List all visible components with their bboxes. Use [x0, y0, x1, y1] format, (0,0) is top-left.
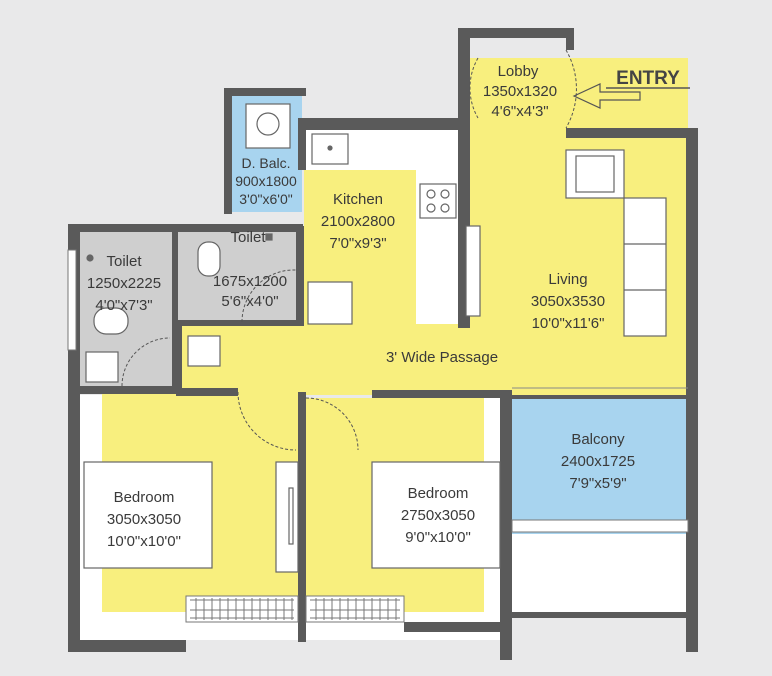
- door-lobby-entry: [565, 49, 577, 129]
- living-metric: 3050x3530: [531, 293, 605, 310]
- wall-drybalc-top: [224, 88, 306, 96]
- bedroom-1-imperial: 10'0"x10'0": [107, 533, 181, 550]
- balcony-sill: [512, 534, 688, 612]
- wall-living-top: [566, 128, 696, 138]
- wall-drybalc-left: [224, 90, 232, 214]
- toilet-2-name: Toilet: [230, 229, 266, 246]
- door-bedroom-1: [237, 391, 297, 451]
- lobby-floor: [470, 58, 570, 130]
- stove: [419, 183, 457, 219]
- kitchen-imperial: 7'0"x9'3": [329, 235, 386, 252]
- wardrobe-1: [275, 461, 299, 573]
- wall-lobby-right: [566, 28, 574, 50]
- room-labels: Lobby 1350x1320 4'6"x4'3" D. Balc. 900x1…: [87, 63, 635, 550]
- burner: [440, 203, 450, 213]
- wall-toilet2-right: [296, 226, 304, 326]
- passage-floor: [176, 320, 688, 395]
- toilet-2-floor: [176, 230, 300, 322]
- wall-balcony-top: [512, 395, 688, 399]
- basin-2: [187, 335, 221, 367]
- wardrobe-1-handle: [288, 487, 294, 545]
- shower-1: [86, 254, 94, 262]
- wall-bed-top-mid: [372, 390, 512, 398]
- wall-lobby-top: [458, 28, 574, 38]
- window-bed1-grill: [190, 598, 294, 620]
- armchair-seat: [575, 155, 615, 193]
- wall-toilet1-bottom: [68, 386, 180, 394]
- bed-1: [83, 461, 213, 569]
- toilet-1-name: Toilet: [106, 253, 142, 270]
- wall-bed-divider: [298, 392, 306, 642]
- door-toilet-1: [121, 337, 171, 387]
- toilet-1-imperial: 4'0"x7'3": [95, 297, 152, 314]
- kitchen-name: Kitchen: [333, 191, 383, 208]
- window-balcony-sill: [511, 519, 689, 533]
- bedroom-2-name: Bedroom: [408, 485, 469, 502]
- living-imperial: 10'0"x11'6": [532, 315, 605, 332]
- lobby-imperial: 4'6"x4'3": [491, 103, 548, 120]
- wall-balcony-bottom: [506, 612, 696, 618]
- bedroom-1-metric: 3050x3050: [107, 511, 181, 528]
- entry-label: ENTRY: [616, 68, 680, 89]
- dry-balcony-name: D. Balc.: [241, 155, 290, 171]
- dry-balcony-imperial: 3'0"x6'0": [239, 191, 292, 207]
- door-lobby-inner: [469, 57, 479, 119]
- kitchen-counter-side: [416, 130, 462, 324]
- wardrobe-2: [465, 225, 481, 317]
- toilet-2-imperial: 5'6"x4'0": [221, 293, 278, 310]
- bedroom-1-name: Bedroom: [114, 489, 175, 506]
- wall-passage-left: [176, 326, 182, 394]
- bed-2: [371, 461, 501, 569]
- wall-passage-top: [176, 320, 304, 326]
- window-toilet1: [67, 249, 77, 351]
- bedroom-2-metric: 2750x3050: [401, 507, 475, 524]
- basin-1: [85, 351, 119, 383]
- fixtures: [83, 103, 667, 573]
- balcony-name: Balcony: [571, 431, 625, 448]
- wall-bed2-right: [500, 392, 512, 660]
- wc-2: [197, 241, 221, 277]
- passage-name: 3' Wide Passage: [386, 349, 498, 366]
- washing-machine-drum: [256, 112, 280, 136]
- burner: [426, 189, 436, 199]
- balcony-floor: [512, 398, 688, 534]
- entry-marker: ENTRY: [572, 68, 690, 109]
- wall-bed-top-left: [176, 388, 238, 396]
- door-toilet-2: [241, 269, 297, 323]
- wall-kitchen-top: [300, 118, 460, 130]
- wall-toilet-top: [68, 224, 303, 232]
- toilet-2-metric: 1675x1200: [213, 273, 287, 290]
- wc-1: [93, 307, 129, 335]
- wall-bottom-right: [404, 622, 508, 632]
- lobby-metric: 1350x1320: [483, 83, 557, 100]
- shower-2: [265, 233, 273, 241]
- wall-kitchen-left: [298, 118, 306, 170]
- bedroom-2-imperial: 9'0"x10'0": [405, 529, 471, 546]
- lobby-name: Lobby: [498, 63, 539, 80]
- balcony-imperial: 7'9"x5'9": [569, 475, 626, 492]
- burner: [440, 189, 450, 199]
- kitchen-metric: 2100x2800: [321, 213, 395, 230]
- entry-arrow-icon: [572, 83, 641, 109]
- balcony-metric: 2400x1725: [561, 453, 635, 470]
- sofa: [623, 197, 667, 337]
- wall-toilet-mid: [172, 232, 178, 392]
- window-bed2-grill: [310, 598, 400, 620]
- wall-living-right: [686, 128, 698, 652]
- door-bedroom-2: [305, 397, 359, 451]
- dry-balcony-metric: 900x1800: [235, 173, 297, 189]
- living-name: Living: [548, 271, 587, 288]
- sink-drain: [327, 145, 333, 151]
- windows: [67, 249, 689, 623]
- wall-bottom-left: [68, 640, 186, 652]
- wall-kitchen-counter-right: [460, 130, 468, 326]
- fridge: [307, 281, 353, 325]
- doors: [121, 49, 577, 451]
- toilet-1-metric: 1250x2225: [87, 275, 161, 292]
- burner: [426, 203, 436, 213]
